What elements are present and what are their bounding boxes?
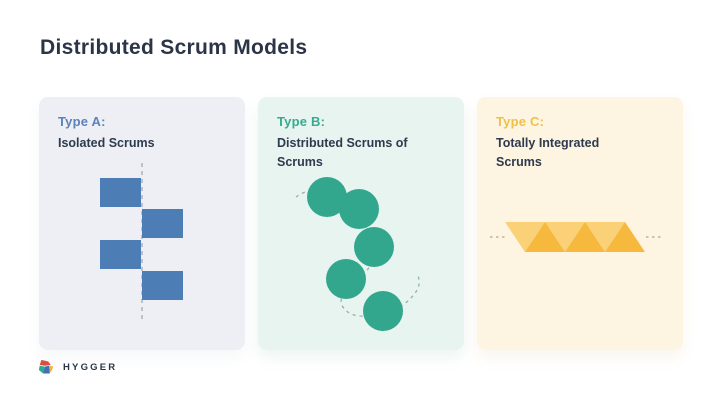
card-b-label: Type B:: [277, 114, 326, 129]
brand-name: HYGGER: [63, 362, 118, 373]
page-title: Distributed Scrum Models: [40, 36, 308, 59]
cards-row: Type A: Isolated Scrums Type B: Distribu…: [39, 97, 683, 350]
curved-dashed-line: [295, 187, 420, 317]
card-type-b: Type B: Distributed Scrums of Scrums: [258, 97, 464, 350]
blue-squares: [100, 178, 183, 300]
card-c-label: Type C:: [496, 114, 545, 129]
card-a-name: Isolated Scrums: [58, 136, 155, 150]
card-b-name: Distributed Scrums of Scrums: [277, 136, 408, 169]
card-c-name: Totally Integrated Scrums: [496, 136, 600, 169]
card-a-label: Type A:: [58, 114, 106, 129]
brand-lockup: HYGGER: [38, 359, 117, 376]
card-type-c: Type C: Totally Integrated Scrums: [477, 97, 683, 350]
green-circles: [307, 177, 403, 331]
light-triangles: [505, 222, 625, 252]
card-type-a: Type A: Isolated Scrums: [39, 97, 245, 350]
dark-triangles: [525, 222, 645, 252]
hygger-logo-icon: [38, 359, 54, 374]
